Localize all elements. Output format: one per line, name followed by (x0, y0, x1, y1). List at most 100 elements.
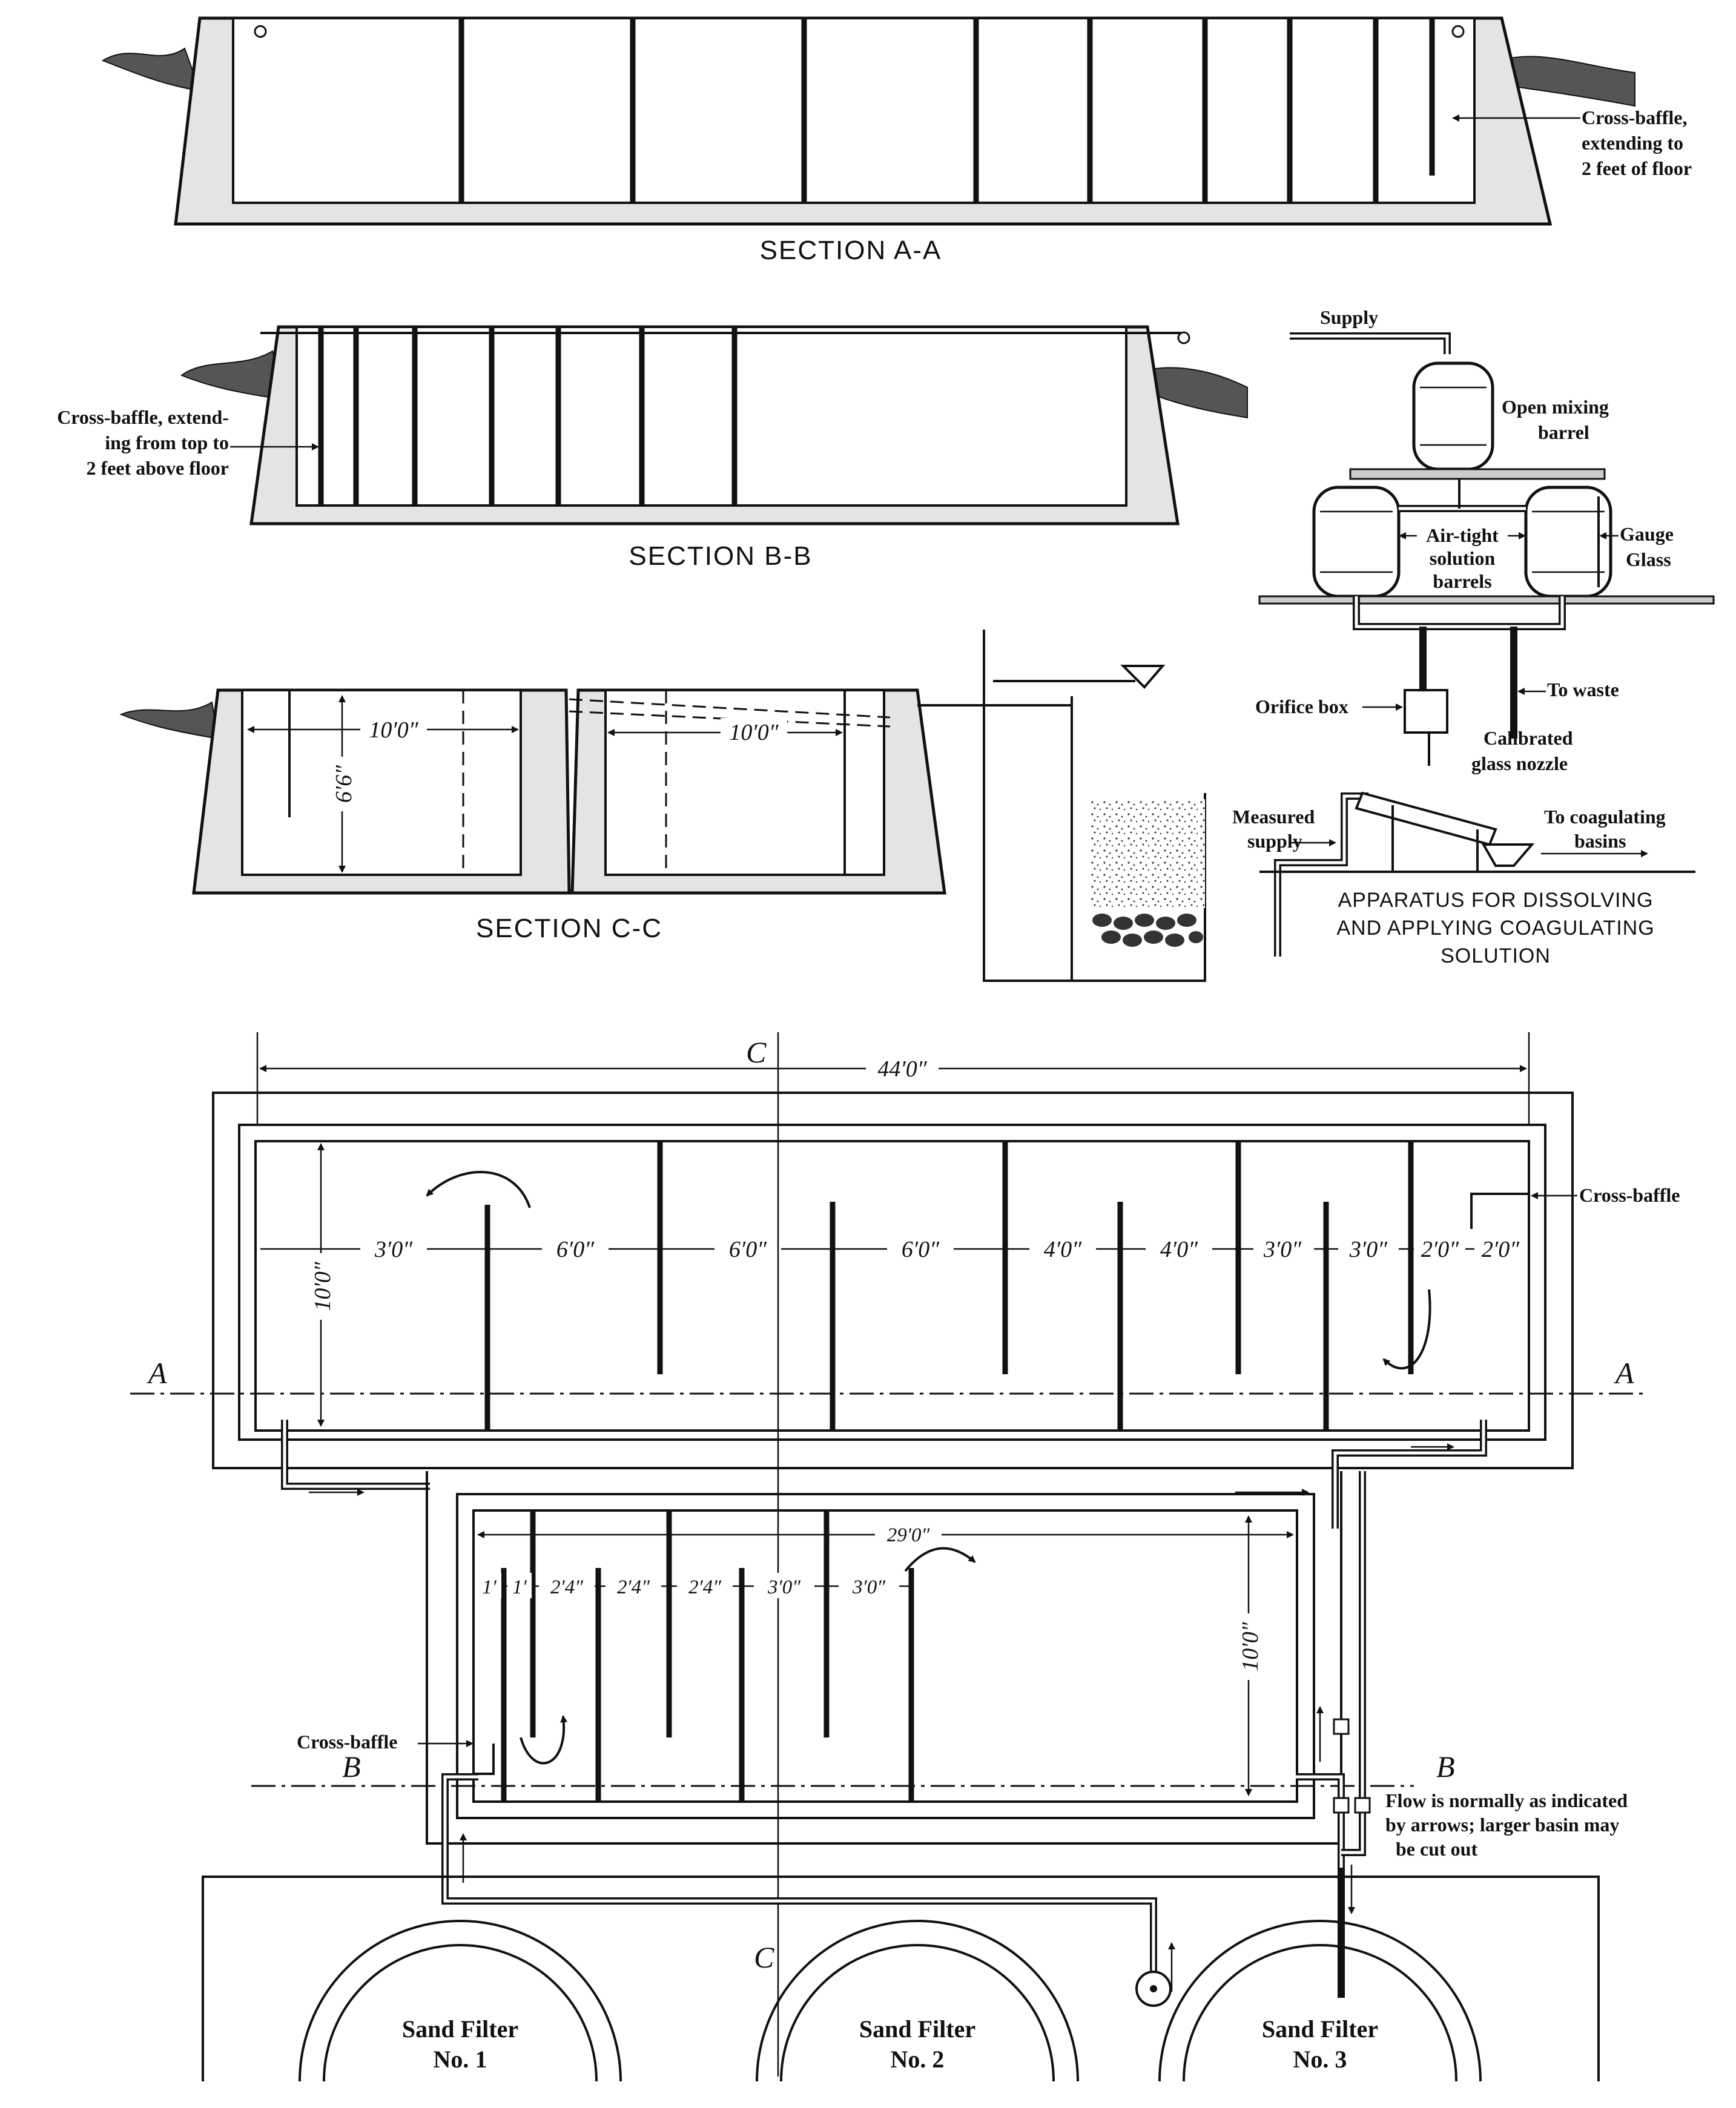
apparatus-supply: Supply (1320, 306, 1378, 328)
plan-upper-width: 10′0″ (310, 1261, 335, 1311)
upper-spacing-6: 4′0″ (1160, 1237, 1198, 1262)
apparatus-waste: To waste (1547, 679, 1619, 700)
section-b-b: Cross-baffle, extend- ing from top to 2 … (57, 325, 1248, 571)
apparatus-orifice: Orifice box (1255, 696, 1348, 717)
lower-spacing-2: 1′ (512, 1576, 527, 1598)
flow-arrow-upper-1 (426, 1171, 531, 1208)
apparatus-caption-2: AND APPLYING COAGULATING (1336, 917, 1654, 940)
apparatus-coag-1: To coagulating (1544, 806, 1666, 828)
filter-2-name: Sand Filter (859, 2015, 975, 2043)
pipe-lower-outlet-left (441, 1773, 1157, 1974)
filter-3-no: No. 3 (1293, 2046, 1347, 2073)
sand-filter-2: Sand Filter No. 2 (756, 1920, 1079, 2082)
section-b-note-2: ing from top to (105, 432, 229, 453)
flow-arrow-lower-1 (904, 1547, 976, 1572)
upper-spacing-1: 3′0″ (374, 1237, 413, 1262)
lower-spacing-5: 2′4″ (688, 1576, 722, 1598)
plan-upper-cross-baffle: Cross-baffle (1579, 1184, 1680, 1206)
flow-arrow-lower-2 (520, 1715, 568, 1765)
section-c-c: 10′0″ 10′0″ 6′6″ SECTION C-C (119, 630, 1206, 982)
upper-spacing-2: 6′0″ (556, 1237, 595, 1262)
section-a-note-2: extending to (1582, 132, 1683, 154)
apparatus-solution-3: barrels (1433, 570, 1491, 592)
plan-flow-note-1: Flow is normally as indicated (1385, 1790, 1628, 1811)
plan-flow-note-2: by arrows; larger basin may (1385, 1814, 1619, 1836)
basin-a-interior (232, 17, 1476, 204)
lower-spacing-3: 2′4″ (550, 1576, 584, 1598)
lower-basin-inner (472, 1509, 1298, 1803)
apparatus-nozzle-2: glass nozzle (1471, 753, 1568, 774)
upper-spacing-labels: 3′0″ 6′0″ 6′0″ 6′0″ 4′0″ 4′0″ 3′0″ 3′0″ … (360, 1235, 1526, 1263)
plan-label-c-top: C (746, 1035, 767, 1069)
mixing-trough (1355, 791, 1497, 846)
plan-lower-length: 29′0″ (887, 1524, 931, 1546)
basin-b-interior (295, 326, 1127, 507)
apparatus-gauge-1: Gauge (1620, 523, 1674, 545)
ground-right-a (1501, 56, 1635, 107)
section-a-note-3: 2 feet of floor (1582, 157, 1692, 179)
basin-c2-interior (604, 689, 885, 876)
plan-label-c-bottom: C (754, 1940, 774, 1974)
pipe-upper-outlet-right (1332, 1420, 1487, 1529)
section-a-note-1: Cross-baffle, (1582, 107, 1688, 128)
apparatus-coag-2: basins (1574, 830, 1626, 852)
upper-spacing-8: 3′0″ (1349, 1237, 1388, 1262)
valves-plan (1333, 1718, 1371, 1814)
lower-basin-outer (456, 1493, 1315, 1819)
upper-basin-outer (212, 1092, 1574, 1469)
ground-right-b (1150, 367, 1248, 419)
apparatus-measured-2: supply (1247, 830, 1302, 852)
filter-1-name: Sand Filter (402, 2015, 518, 2043)
apparatus: Supply Open mixing barrel Air-tight solu… (1232, 306, 1715, 967)
plan-flow-note-3: be cut out (1396, 1838, 1477, 1860)
upper-spacing-7: 3′0″ (1263, 1237, 1302, 1262)
apparatus-mixing-2: barrel (1538, 421, 1589, 443)
section-c-title: SECTION C-C (476, 914, 662, 943)
ground-left-a (101, 47, 201, 92)
upper-basin-mid (238, 1124, 1546, 1441)
section-a-title: SECTION A-A (760, 236, 942, 265)
lower-spacing-7: 3′0″ (852, 1576, 886, 1598)
apparatus-solution-2: solution (1430, 547, 1496, 569)
section-a-a: Cross-baffle, extending to 2 feet of flo… (101, 16, 1692, 265)
apparatus-caption-1: APPARATUS FOR DISSOLVING (1338, 889, 1654, 912)
filter-3-name: Sand Filter (1262, 2015, 1378, 2043)
upper-spacing-4: 6′0″ (902, 1237, 940, 1262)
section-b-title: SECTION B-B (629, 541, 812, 571)
upper-spacing-9: 2′0″ (1421, 1237, 1459, 1262)
apparatus-nozzle-1: Calibrated (1484, 727, 1573, 749)
section-c-dim-left: 10′0″ (369, 717, 418, 743)
plan-label-b-left: B (342, 1750, 361, 1784)
plan-lower-width: 10′0″ (1238, 1621, 1263, 1671)
sand-filter-3: Sand Filter No. 3 (1158, 1920, 1482, 2082)
plan-lower-cross-baffle: Cross-baffle (297, 1731, 398, 1753)
section-c-dim-right: 10′0″ (729, 720, 779, 745)
ground-left-c (119, 701, 219, 740)
solution-barrel-left (1312, 486, 1401, 598)
apparatus-solution-1: Air-tight (1426, 524, 1499, 546)
pipe-lower-outlet-right (1296, 1773, 1345, 1868)
flow-arrow-upper-2 (1382, 1289, 1431, 1370)
upper-basin-inner (254, 1140, 1530, 1432)
plan-view: 44′0″ Cross-baffle 10′0″ 3′0″ 6′0″ (130, 1032, 1680, 2082)
sand-filter-1: Sand Filter No. 1 (299, 1920, 622, 2082)
section-c-dim-height: 6′6″ (331, 765, 357, 803)
upper-baffles (484, 1141, 1414, 1431)
lower-spacing-1: 1′ (482, 1576, 497, 1598)
upper-spacing-10: 2′0″ (1482, 1237, 1520, 1262)
funnel-c (1120, 665, 1166, 689)
gravel-c (1092, 914, 1203, 947)
lower-spacing-labels: 1′ 1′ 2′4″ 2′4″ 2′4″ 3′0″ 3′0″ (477, 1573, 899, 1598)
plan-label-a-right: A (1614, 1356, 1634, 1390)
mixing-barrel (1412, 361, 1494, 471)
filter-1-no: No. 1 (434, 2046, 487, 2073)
section-b-note-1: Cross-baffle, extend- (57, 406, 229, 428)
filter-house (202, 1876, 1600, 2081)
lower-spacing-4: 2′4″ (617, 1576, 650, 1598)
section-a-baffles (458, 18, 1435, 203)
plan-upper-length: 44′0″ (877, 1056, 927, 1082)
filter-2-no: No. 2 (891, 2046, 945, 2073)
plan-label-a-left: A (147, 1356, 167, 1390)
section-b-baffles (318, 327, 738, 506)
